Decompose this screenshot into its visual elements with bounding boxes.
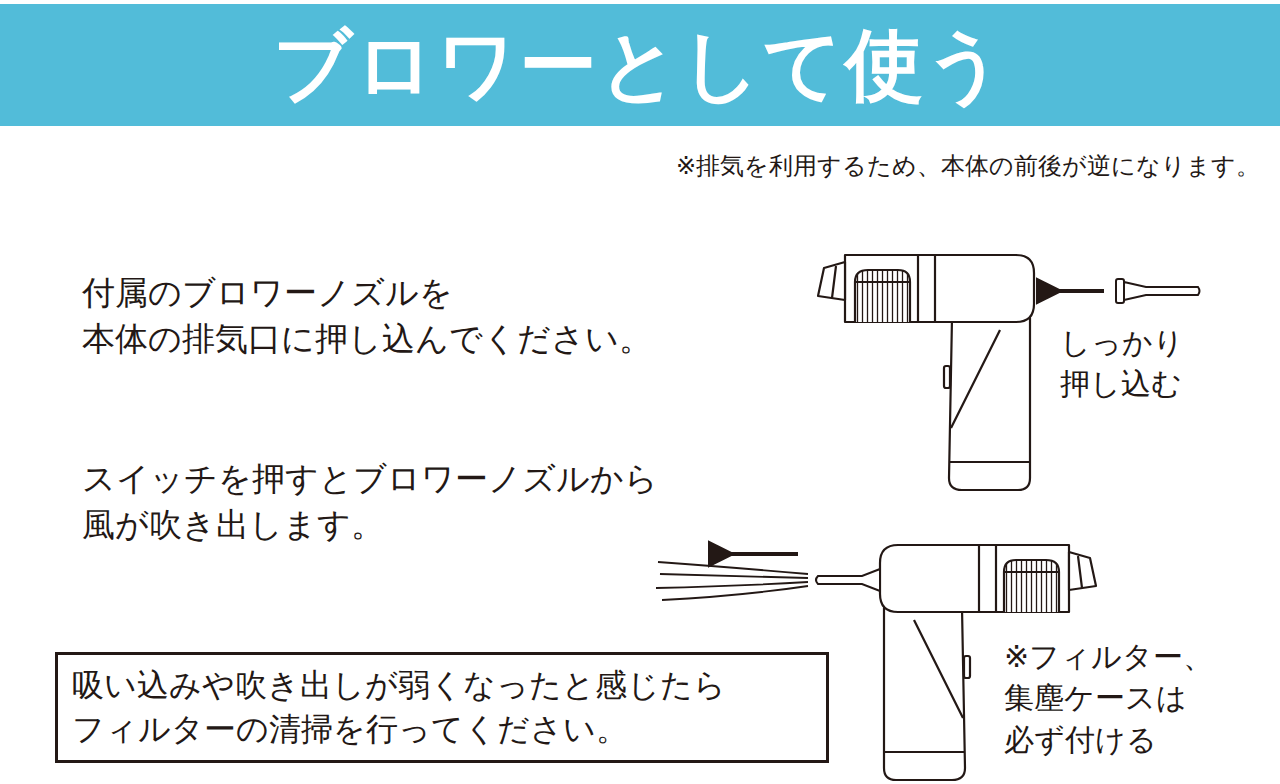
title: ブロワーとして使う bbox=[0, 8, 1280, 124]
instruction: 付属のブロワーノズルを 本体の排気口に押し込んでください。 bbox=[82, 270, 722, 361]
notice-text: 吸い込みや吹き出しが弱くなったと感じたら フィルターの清掃を行ってください。 bbox=[72, 663, 812, 751]
callout-text: ※フィルター、 集塵ケースは 必ず付ける bbox=[1004, 636, 1234, 760]
push-arrow bbox=[1058, 289, 1104, 293]
cleaner-body bbox=[818, 255, 1034, 490]
instruction: スイッチを押すとブロワーノズルから 風が吹き出します。 bbox=[82, 456, 722, 547]
flow-arrow bbox=[730, 552, 798, 556]
title-banner bbox=[0, 4, 1280, 126]
air-flow bbox=[656, 562, 808, 600]
blower-nozzle bbox=[1116, 279, 1200, 303]
note: ※排気を利用するため、本体の前後が逆になります。 bbox=[560, 150, 1260, 183]
attached-nozzle bbox=[816, 569, 880, 591]
notice-box: 吸い込みや吹き出しが弱くなったと感じたら フィルターの清掃を行ってください。 bbox=[55, 652, 829, 763]
callout-text: しっかり 押し込む bbox=[1060, 322, 1210, 405]
